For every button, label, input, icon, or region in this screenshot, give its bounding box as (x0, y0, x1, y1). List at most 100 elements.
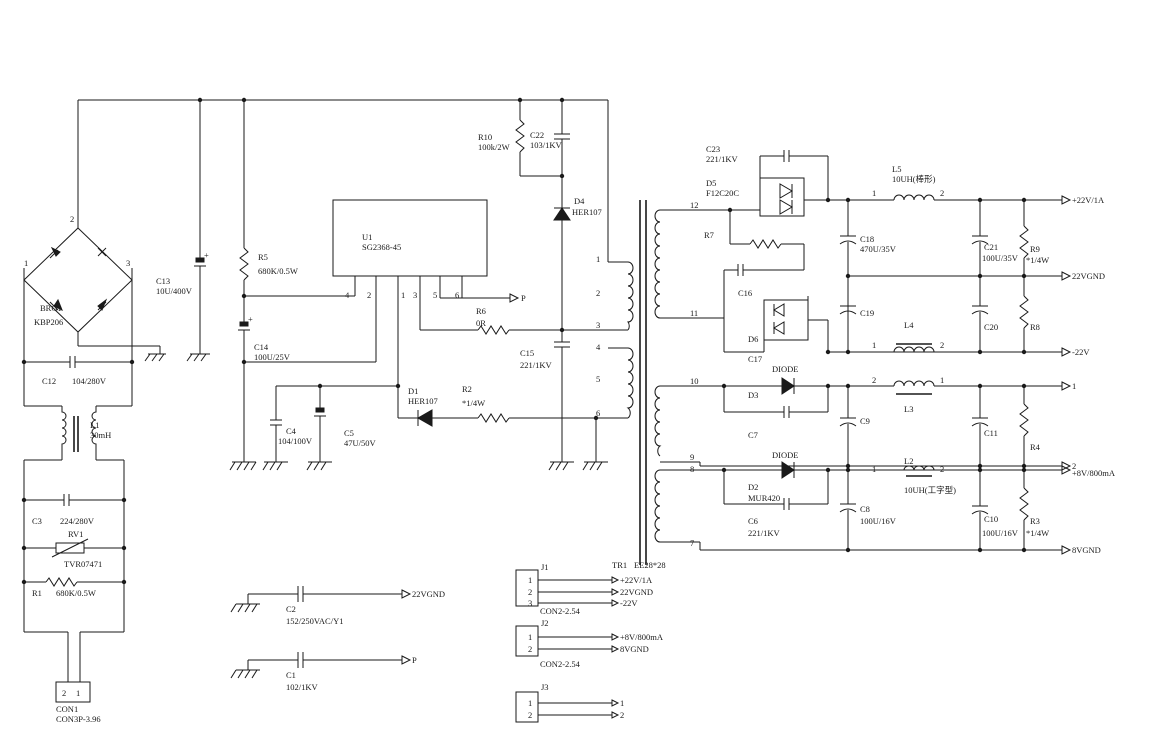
brg-pin1: 1 (24, 258, 28, 268)
negative-rail-rectifier: R7 C16 D6 C17 (704, 207, 1062, 364)
con1-pin1: 1 (76, 688, 80, 698)
d3-value: DIODE (772, 364, 798, 374)
c1-value: 102/1KV (286, 682, 319, 692)
c15-ref: C15 (520, 348, 534, 358)
l3-pin1: 1 (940, 375, 944, 385)
c4-ref: C4 (286, 426, 297, 436)
capacitors-c4-c5: C4 104/100V C5 47U/50V (262, 383, 401, 471)
j3-net1: 1 (620, 698, 624, 708)
brg-pin3: 3 (126, 258, 130, 268)
c2-value: 152/250VAC/Y1 (286, 616, 343, 626)
tr-pin11: 11 (690, 308, 698, 318)
resistor-r5-and-c14: R5 680K/0.5W + C14 100U/25V (229, 100, 298, 471)
l5-pin1: 1 (872, 188, 876, 198)
c16-ref: C16 (738, 288, 752, 298)
output-22v: +22V/1A L5 10UH(棒形) 1 2 C18 470U/35V C19… (839, 164, 1105, 352)
j3-ref: J3 (541, 682, 549, 692)
c5-ref: C5 (344, 428, 354, 438)
r2-value: *1/4W (462, 398, 485, 408)
l2-pin1: 1 (872, 464, 876, 474)
j2-ref: J2 (541, 618, 549, 628)
tr-pin12: 12 (690, 200, 699, 210)
r3-ref: R3 (1030, 516, 1040, 526)
c18-ref: C18 (860, 234, 874, 244)
c10-value: 100U/16V (982, 528, 1019, 538)
c10-ref: C10 (984, 514, 998, 524)
u1-pin4: 4 (345, 290, 350, 300)
tr1-value: EE28*28 (634, 560, 666, 570)
c7-ref: C7 (748, 430, 758, 440)
d3-ref: D3 (748, 390, 758, 400)
r7-ref: R7 (704, 230, 714, 240)
net-out-minus22: -22V (1072, 347, 1090, 357)
diode-d1-resistor-r2: D1 HER107 R2 *1/4W (397, 384, 628, 427)
c13-ref: C13 (156, 276, 170, 286)
ic-u1: U1 SG2368-45 4 2 1 3 P 5 6 (244, 199, 526, 418)
output-minus-22v: L4 1 2 -22V (825, 320, 1090, 357)
transformer-secondary: 12 11 10 9 8 7 (654, 200, 1062, 551)
l1-value: 30mH (90, 430, 111, 440)
j2-net1: +8V/800mA (620, 632, 664, 642)
d4-ref: D4 (574, 196, 585, 206)
u1-ref: U1 (362, 232, 372, 242)
c19-ref: C19 (860, 308, 874, 318)
transformer-primary: 1 2 3 4 5 6 (596, 254, 634, 419)
tr-pin7: 7 (690, 538, 694, 548)
r5-value: 680K/0.5W (258, 266, 298, 276)
brg1-value: KBP206 (34, 317, 63, 327)
c9-ref: C9 (860, 416, 870, 426)
c1-ref: C1 (286, 670, 296, 680)
r9-value: *1/4W (1026, 255, 1049, 265)
output-1: DIODE D3 C7 2 1 L3 1 C9 C11 R4 2 (721, 364, 1076, 471)
c22-value: 103/1KV (530, 140, 563, 150)
u1-value: SG2368-45 (362, 242, 401, 252)
c14-plus: + (248, 314, 253, 324)
d2-value: DIODE (772, 450, 798, 460)
d2-part: MUR420 (748, 493, 780, 503)
r10-value: 100k/2W (478, 142, 510, 152)
tr-pin3: 3 (596, 320, 600, 330)
net-out-22vgnd: 22VGND (1072, 271, 1105, 281)
c18-value: 470U/35V (860, 244, 897, 254)
c17-ref: C17 (748, 354, 762, 364)
c23-ref: C23 (706, 144, 720, 154)
d6-ref: D6 (748, 334, 758, 344)
u1-pin5: 5 (433, 290, 437, 300)
l2-value: 10UH(工字型) (904, 485, 956, 495)
c22-ref: C22 (530, 130, 544, 140)
r4-ref: R4 (1030, 442, 1041, 452)
diode-d5: C23 221/1KV D5 F12C20C (706, 144, 848, 217)
c2-net: 22VGND (412, 589, 445, 599)
brg1-ref: BRG1 (40, 303, 62, 313)
r6-value: 0R (476, 318, 486, 328)
con1-pin2: 2 (62, 688, 66, 698)
c3-ref: C3 (32, 516, 42, 526)
tr-pin6: 6 (596, 408, 600, 418)
d5-value: F12C20C (706, 188, 739, 198)
r6-ref: R6 (476, 306, 486, 316)
r8-ref: R8 (1030, 322, 1040, 332)
l3-pin2: 2 (872, 375, 876, 385)
j2-pin2: 2 (528, 644, 532, 654)
c21-value: 100U/35V (982, 253, 1019, 263)
l5-value: 10UH(棒形) (892, 174, 936, 184)
tr-pin1: 1 (596, 254, 600, 264)
r1-value: 680K/0.5W (56, 588, 96, 598)
d1-value: HER107 (408, 396, 438, 406)
j3-net2: 2 (620, 710, 624, 720)
d2-ref: D2 (748, 482, 758, 492)
c8-value: 100U/16V (860, 516, 897, 526)
j2-value: CON2-2.54 (540, 659, 581, 669)
c6-value: 221/1KV (748, 528, 781, 538)
l2-ref: L2 (904, 456, 913, 466)
j1-net3: -22V (620, 598, 638, 608)
r10-ref: R10 (478, 132, 492, 142)
j2-pin1: 1 (528, 632, 532, 642)
tr-pin2: 2 (596, 288, 600, 298)
c13-plus: + (204, 250, 209, 260)
con1-value: CON3P-3.96 (56, 714, 101, 724)
transformer-core (639, 200, 647, 565)
d1-ref: D1 (408, 386, 418, 396)
l3-ref: L3 (904, 404, 913, 414)
j1-net1: +22V/1A (620, 575, 653, 585)
